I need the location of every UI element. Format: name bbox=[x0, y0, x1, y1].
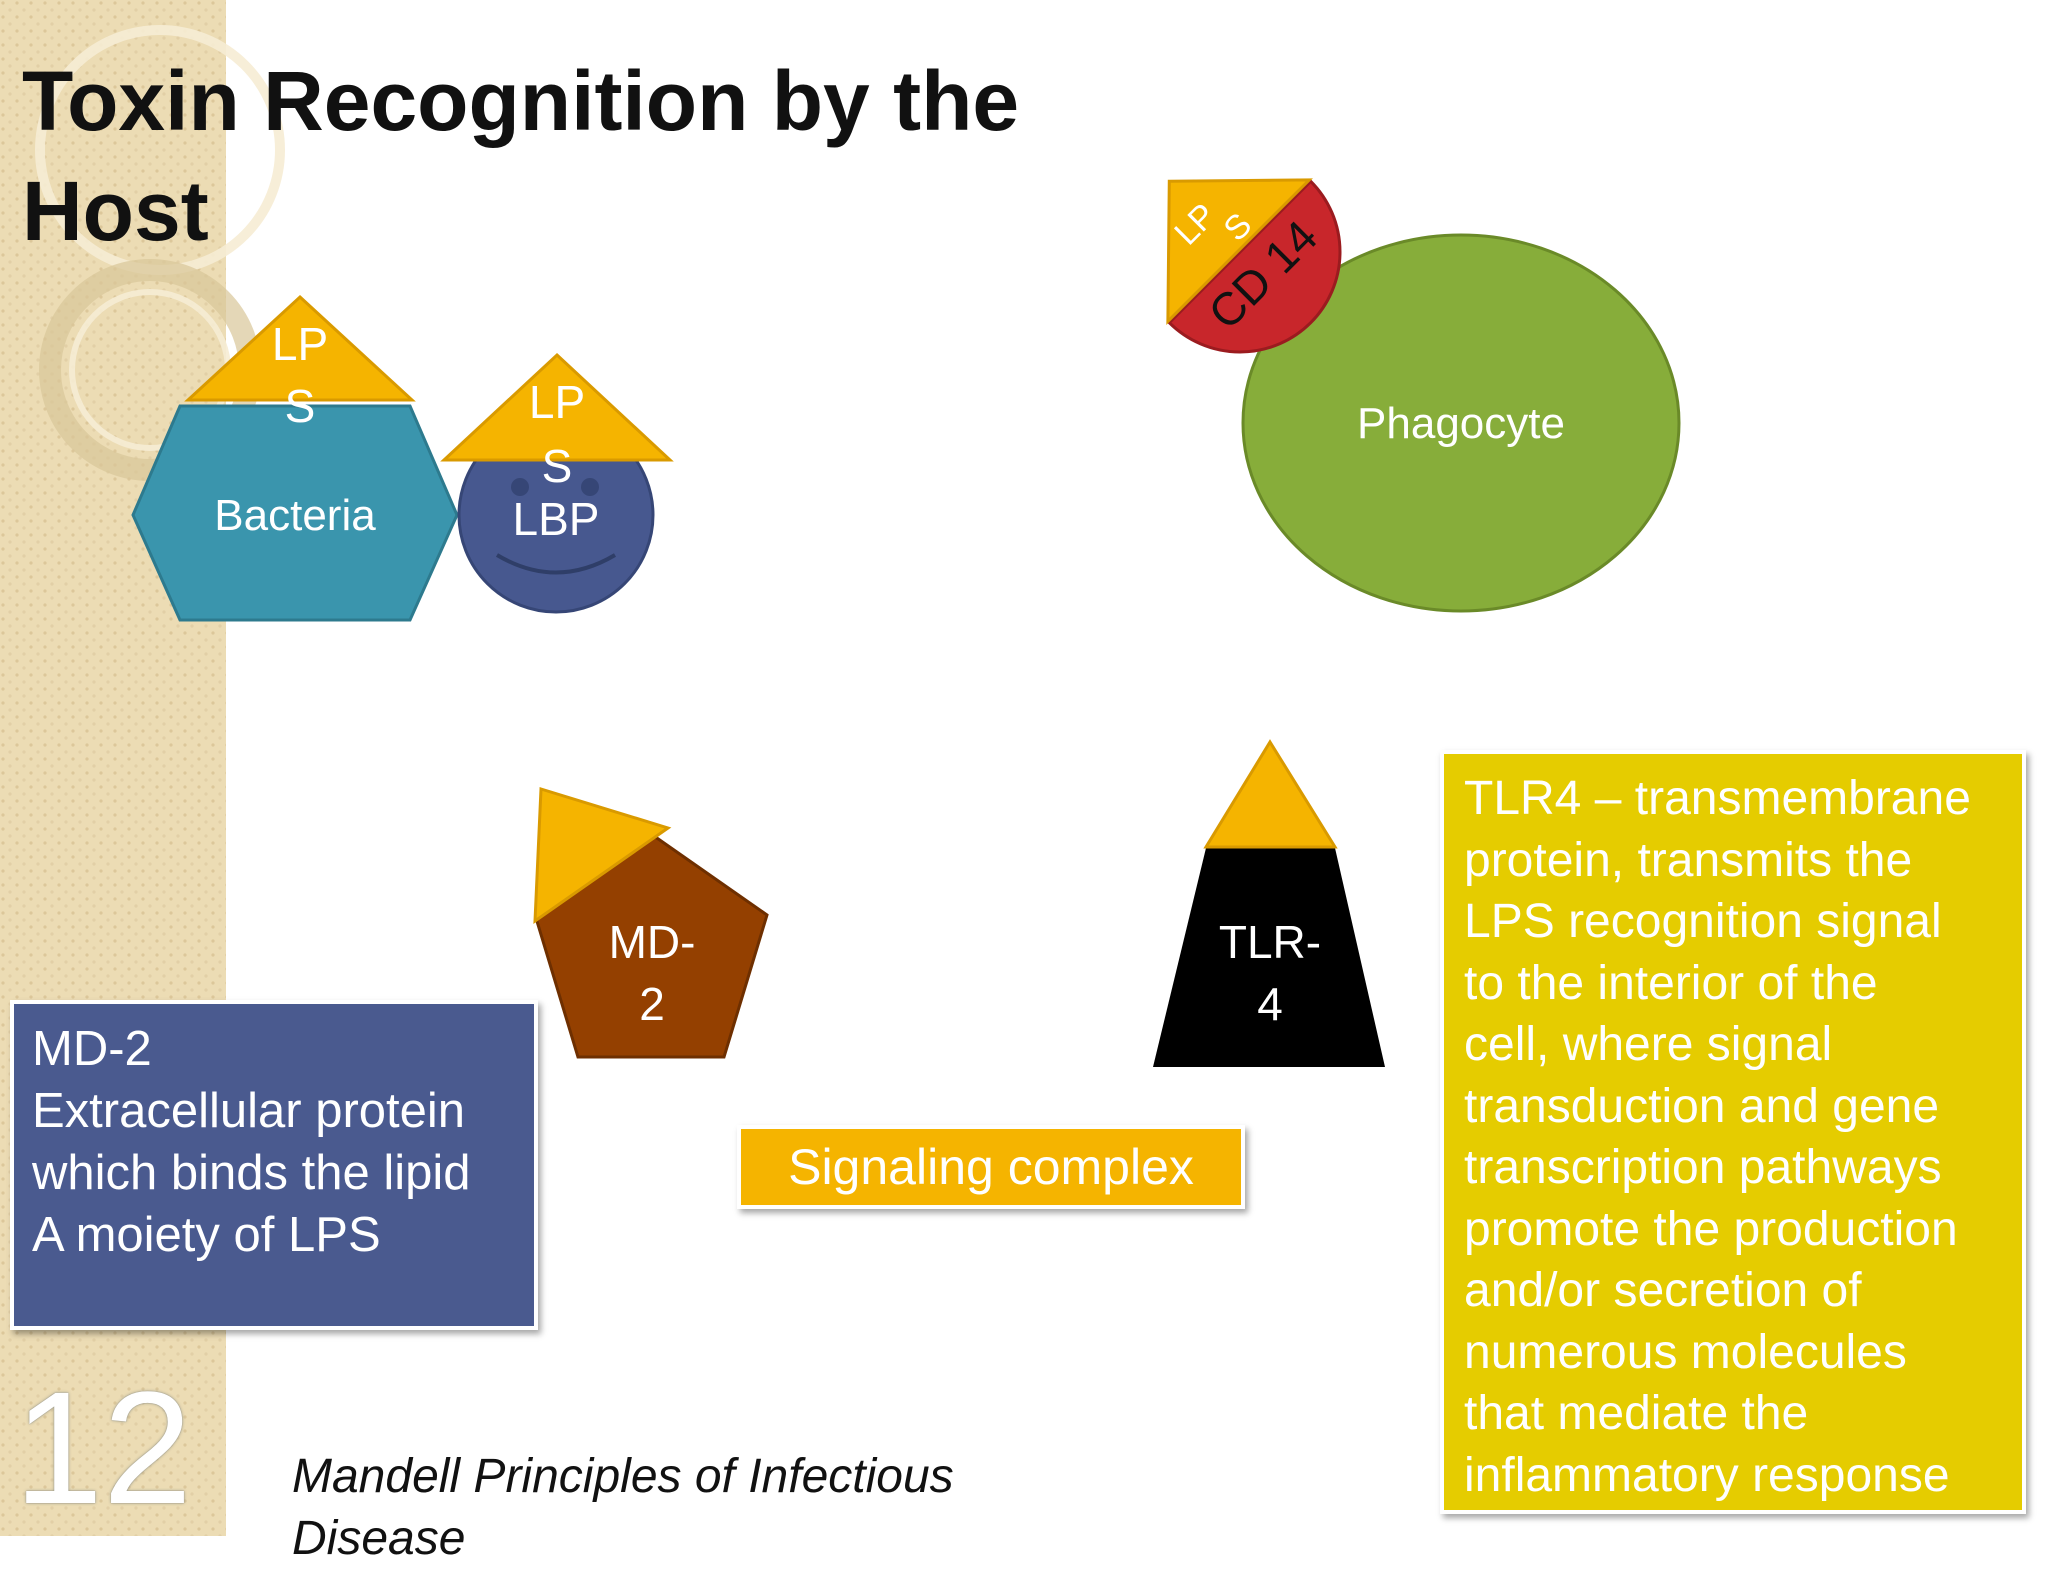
tlr4-box-line-9: and/or secretion of bbox=[1464, 1264, 1862, 1317]
tlr4-box-line-7: transcription pathways bbox=[1464, 1141, 1942, 1194]
lbp-label: LBP bbox=[513, 493, 600, 545]
lbp-shape: LBP bbox=[457, 416, 655, 614]
tlr4-box-line-11: that mediate the bbox=[1464, 1387, 1809, 1440]
md2-description-box: MD-2 Extracellular protein which binds t… bbox=[10, 1000, 538, 1330]
bacteria-label: Bacteria bbox=[214, 491, 376, 540]
phagocyte-label: Phagocyte bbox=[1357, 399, 1565, 448]
tlr4-box-line-12: inflammatory response bbox=[1464, 1448, 1950, 1502]
md2-box-line-1: MD-2 bbox=[32, 1022, 152, 1076]
lbp-lps-label-2: S bbox=[542, 440, 573, 492]
tlr4-box-line-6: transduction and gene bbox=[1464, 1079, 1940, 1133]
md2-box-line-4: A moiety of LPS bbox=[32, 1208, 381, 1262]
tlr4-box-line-8: promote the production bbox=[1464, 1202, 1958, 1256]
citation-line-1: Mandell Principles of Infectious bbox=[292, 1450, 954, 1503]
md2-shape-label-1: MD- bbox=[609, 916, 696, 968]
slide-number: 12 bbox=[14, 1358, 192, 1537]
bacteria-lps-triangle: LP S bbox=[184, 294, 416, 432]
citation-line-2: Disease bbox=[292, 1512, 466, 1565]
md2-lps-triangle bbox=[533, 786, 672, 924]
bacteria-shape: Bacteria bbox=[131, 404, 459, 622]
citation: Mandell Principles of Infectious Disease bbox=[292, 1446, 1052, 1570]
signaling-complex-label: Signaling complex bbox=[737, 1125, 1245, 1209]
bacteria-lps-label-1: LP bbox=[272, 318, 328, 370]
cd14-lps-triangle: LP S bbox=[1166, 178, 1313, 325]
tlr4-box-line-5: cell, where signal bbox=[1464, 1018, 1833, 1071]
lbp-lps-label-1: LP bbox=[529, 376, 585, 428]
tlr4-shape-label-1: TLR- bbox=[1219, 916, 1321, 968]
tlr4-shape-label-2: 4 bbox=[1257, 978, 1283, 1030]
tlr4-shape: TLR- 4 bbox=[1153, 848, 1385, 1067]
tlr4-box-line-2: protein, transmits the bbox=[1464, 833, 1913, 887]
tlr4-box-line-1: TLR4 – transmembrane bbox=[1464, 772, 1971, 825]
md2-box-line-3: which binds the lipid bbox=[32, 1146, 471, 1200]
tlr4-lps-triangle bbox=[1203, 739, 1338, 849]
phagocyte-shape: Phagocyte bbox=[1241, 233, 1681, 613]
slide-title-line-2: Host bbox=[22, 164, 209, 258]
md2-shape-label-2: 2 bbox=[639, 978, 665, 1030]
tlr4-box-line-4: to the interior of the bbox=[1464, 956, 1878, 1010]
md2-box-line-2: Extracellular protein bbox=[32, 1084, 466, 1138]
tlr4-box-line-3: LPS recognition signal bbox=[1464, 895, 1942, 948]
tlr4-box-line-10: numerous molecules bbox=[1464, 1325, 1907, 1379]
lbp-lps-triangle: LP S bbox=[440, 352, 674, 492]
bacteria-lps-label-2: S bbox=[285, 380, 316, 432]
tlr4-description-box: TLR4 – transmembrane protein, transmits … bbox=[1440, 750, 2026, 1514]
slide-title: Toxin Recognition by the Host bbox=[22, 46, 1142, 266]
slide-canvas: Bacteria LP S LBP LP S Phagocyte CD 14 L… bbox=[0, 0, 1681, 1536]
slide-title-line-1: Toxin Recognition by the bbox=[22, 54, 1020, 148]
